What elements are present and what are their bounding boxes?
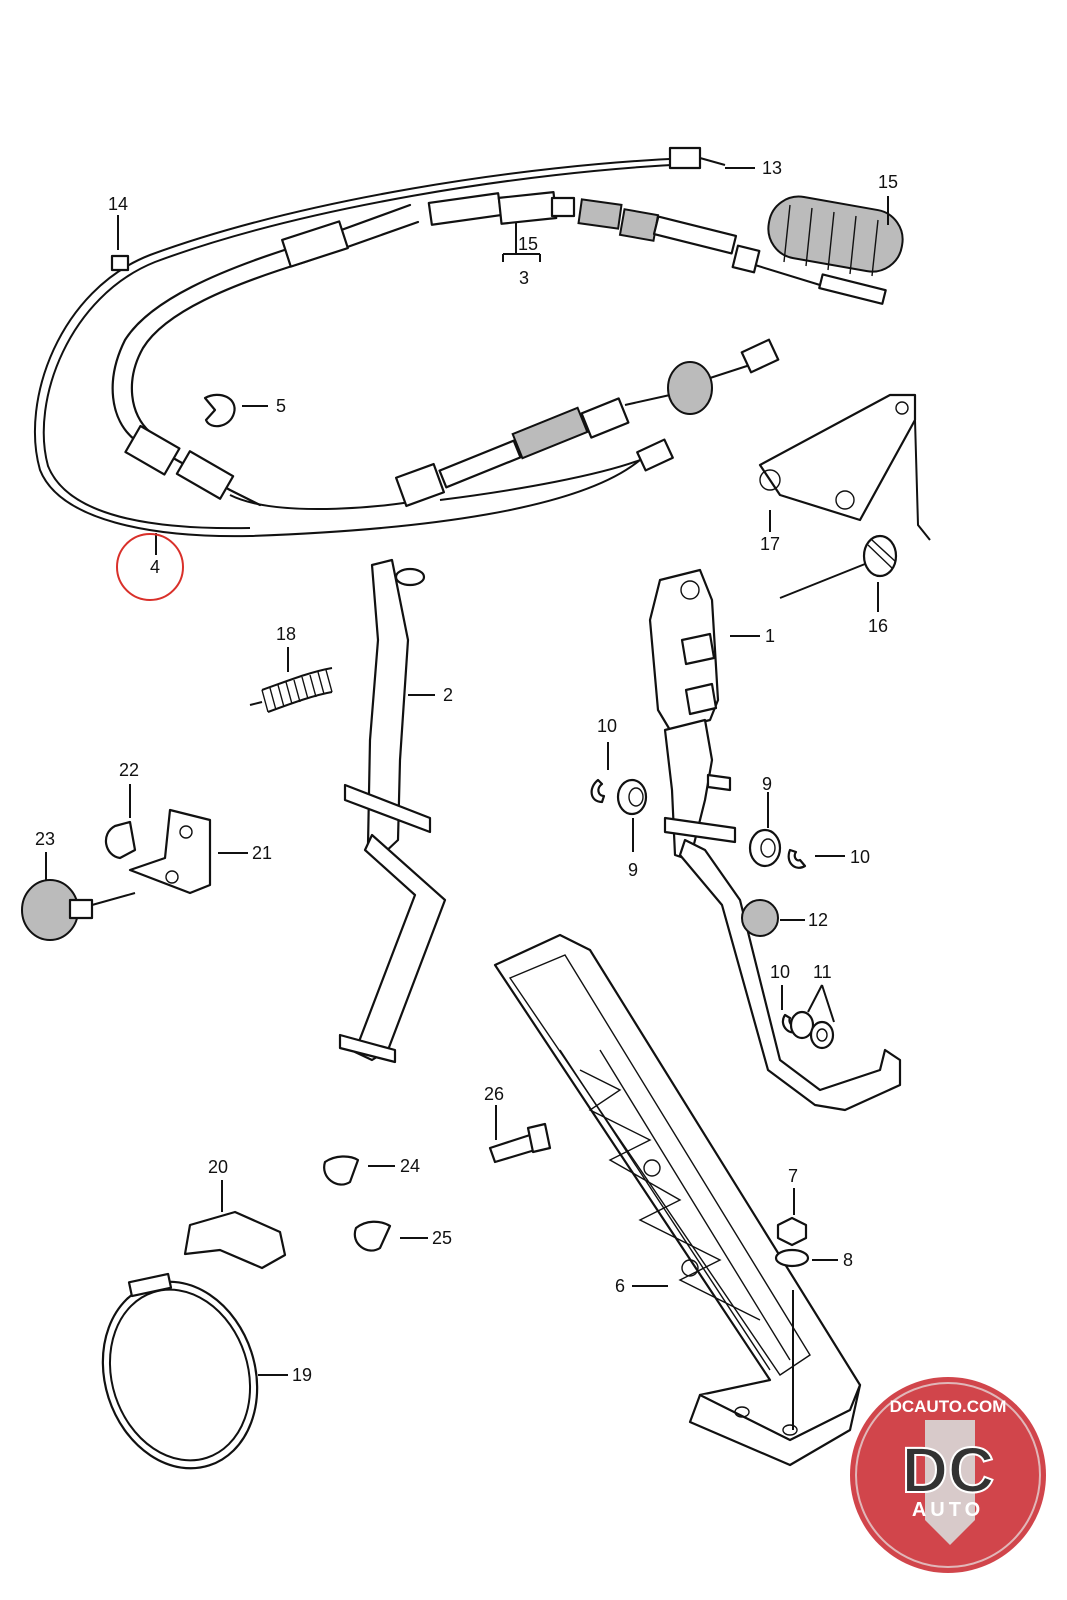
label-23: 23 bbox=[35, 829, 55, 849]
bracket-part-17 bbox=[758, 393, 931, 541]
label-2: 2 bbox=[443, 685, 453, 705]
label-17: 17 bbox=[760, 534, 780, 554]
label-12: 12 bbox=[808, 910, 828, 930]
label-15-cable: 15 bbox=[518, 234, 538, 254]
lever-part-2 bbox=[338, 558, 447, 1064]
label-3: 3 bbox=[519, 268, 529, 288]
leader-lines bbox=[45, 167, 889, 1376]
highlight-circle bbox=[116, 533, 184, 601]
clip-part-24 bbox=[323, 1155, 360, 1186]
label-18: 18 bbox=[276, 624, 296, 644]
clip-part-25 bbox=[353, 1220, 392, 1252]
watermark-letters: DC bbox=[902, 1434, 994, 1506]
label-7: 7 bbox=[788, 1166, 798, 1186]
label-10-right: 10 bbox=[850, 847, 870, 867]
label-25: 25 bbox=[432, 1228, 452, 1248]
label-22: 22 bbox=[119, 760, 139, 780]
label-26: 26 bbox=[484, 1084, 504, 1104]
callouts: 13 14 15 15 3 5 4 17 16 1 18 2 10 9 22 2… bbox=[35, 158, 898, 1385]
grommet-part-23 bbox=[21, 879, 136, 941]
label-4: 4 bbox=[150, 557, 160, 577]
watermark-url: DCAUTO.COM bbox=[890, 1397, 1007, 1416]
clip-part-22 bbox=[104, 820, 137, 860]
label-14: 14 bbox=[108, 194, 128, 214]
label-19: 19 bbox=[292, 1365, 312, 1385]
small-parts-9-10-11-12 bbox=[590, 778, 835, 1050]
spring-part-18 bbox=[249, 667, 333, 713]
label-10-upper: 10 bbox=[597, 716, 617, 736]
clip-part-5 bbox=[203, 393, 236, 428]
label-21: 21 bbox=[252, 843, 272, 863]
holder-part-20 bbox=[183, 1210, 287, 1270]
label-10-lower: 10 bbox=[770, 962, 790, 982]
label-15-sleeve: 15 bbox=[878, 172, 898, 192]
nut-part-7 bbox=[776, 1216, 808, 1247]
pedal-lever-part-1 bbox=[648, 568, 902, 1112]
label-8: 8 bbox=[843, 1250, 853, 1270]
bracket-part-21 bbox=[128, 808, 212, 895]
label-13: 13 bbox=[762, 158, 782, 178]
return-spring-part-16 bbox=[779, 534, 898, 599]
hose-clamp-part-19 bbox=[101, 1272, 259, 1470]
pedal-part-6 bbox=[493, 933, 862, 1467]
label-1: 1 bbox=[765, 626, 775, 646]
sleeve-part-15 bbox=[767, 195, 904, 277]
bolt-part-26 bbox=[488, 1122, 552, 1164]
dcauto-watermark: DCAUTO.COM DC AUTO bbox=[850, 1377, 1046, 1573]
label-6: 6 bbox=[615, 1276, 625, 1296]
label-20: 20 bbox=[208, 1157, 228, 1177]
washer-part-8 bbox=[774, 1248, 810, 1268]
watermark-word: AUTO bbox=[912, 1499, 984, 1521]
label-9-right: 9 bbox=[762, 774, 772, 794]
throttle-cable-assembly bbox=[33, 146, 887, 538]
label-11: 11 bbox=[813, 962, 832, 982]
label-9-left: 9 bbox=[628, 860, 638, 880]
label-16: 16 bbox=[868, 616, 888, 636]
label-5: 5 bbox=[276, 396, 286, 416]
label-24: 24 bbox=[400, 1156, 420, 1176]
